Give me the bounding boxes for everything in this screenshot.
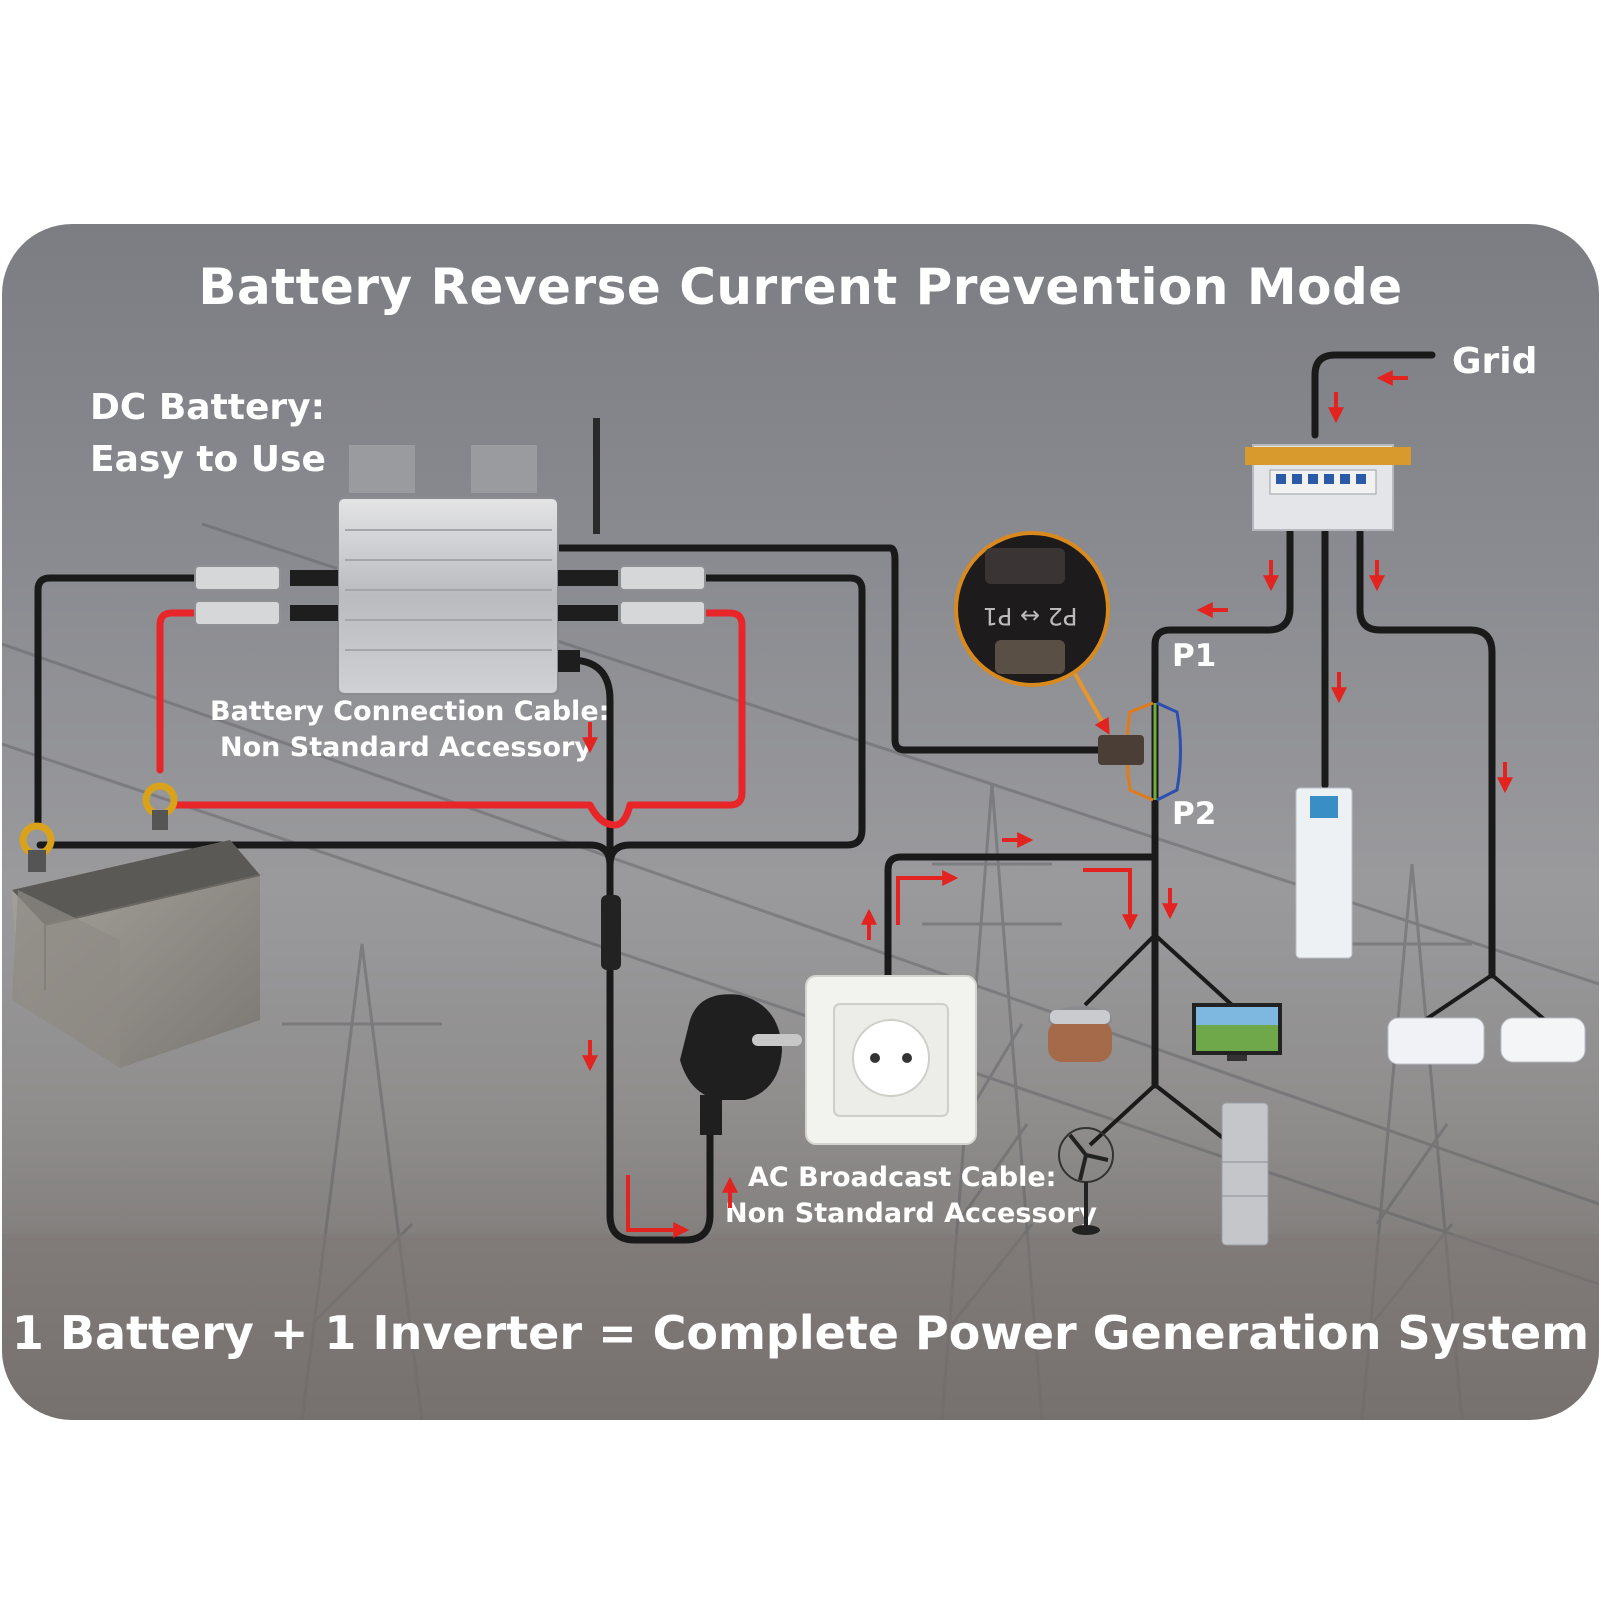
ring-terminal-negative-icon	[28, 850, 46, 872]
ac-cable-label-line1: AC Broadcast Cable:	[748, 1162, 1057, 1193]
antenna-icon	[593, 418, 600, 534]
ct-clamp-icon	[1068, 664, 1182, 802]
tv-icon	[1192, 1003, 1282, 1061]
rice-cooker-icon	[1048, 1006, 1112, 1062]
battery-icon	[12, 782, 261, 1068]
ct-clamp-zoom-icon: P2 ↔ P1	[954, 531, 1110, 687]
ring-terminal-positive-icon	[152, 810, 168, 830]
inline-connector-icon	[601, 895, 621, 970]
footer-caption: 1 Battery + 1 Inverter = Complete Power …	[11, 1306, 1590, 1360]
mc4-connector-icon	[194, 565, 706, 626]
fan-icon	[1058, 1127, 1114, 1235]
battery-cable-label-line2: Non Standard Accessory	[220, 732, 592, 763]
plug-icon	[680, 994, 802, 1135]
fridge-icon	[1221, 1102, 1269, 1246]
breaker-box-icon	[1245, 444, 1411, 531]
load-branches	[1083, 933, 1547, 1147]
wall-socket-icon	[805, 975, 977, 1145]
background-pylons	[2, 522, 1599, 1420]
ac-cable-label-line2: Non Standard Accessory	[725, 1198, 1097, 1229]
ct-zoom-label: P2 ↔ P1	[983, 602, 1078, 630]
p1-label: P1	[1172, 638, 1217, 674]
ac-wall-unit-icon	[1387, 1017, 1586, 1065]
positive-cable	[156, 609, 746, 829]
flow-arrows	[582, 370, 1513, 1238]
p2-label: P2	[1172, 796, 1217, 832]
diagram-title: Battery Reverse Current Prevention Mode	[198, 258, 1403, 316]
inverter-icon	[337, 445, 559, 695]
grid-label: Grid	[1452, 341, 1538, 382]
dc-battery-label-line1: DC Battery:	[90, 387, 326, 428]
battery-cable-label-line1: Battery Connection Cable:	[210, 696, 610, 727]
ac-floor-unit-icon	[1295, 787, 1353, 959]
negative-cable	[34, 351, 1496, 1244]
dc-battery-label-line2: Easy to Use	[90, 439, 326, 480]
